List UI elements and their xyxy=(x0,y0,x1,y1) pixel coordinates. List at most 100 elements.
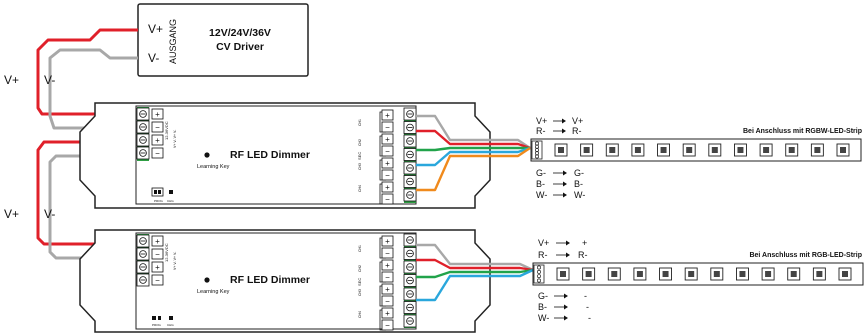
rgb-right-rminus: R- xyxy=(578,250,588,260)
ch-minus-1-3-sign: − xyxy=(385,171,390,180)
input-sign-2-4-sign: − xyxy=(155,276,160,285)
output-wire-1-4 xyxy=(416,146,531,167)
ch-plus-1-2-sign: + xyxy=(385,135,390,144)
rgbw-right-rminus: R- xyxy=(572,126,582,136)
rgb-right-minus-3: - xyxy=(588,313,591,323)
button-mode[interactable] xyxy=(169,190,173,194)
rgb-led-chip-6 xyxy=(688,271,695,277)
dimmer-input-sub: V+ V- V+ V- xyxy=(173,129,177,148)
driver-vplus: V+ xyxy=(148,22,163,36)
rgbw-bottom-arrow-3-head xyxy=(563,192,567,198)
rgbw-strip xyxy=(530,138,862,162)
learning-key-dot[interactable] xyxy=(204,277,210,283)
output-wire-1-5 xyxy=(416,147,531,192)
ch-minus-2-1-sign: − xyxy=(385,249,390,258)
output-terminal-2-4 xyxy=(403,274,417,287)
rgbw-led-chip-1 xyxy=(558,147,564,153)
input-terminal-2-1 xyxy=(136,234,150,248)
rgb-left-gminus: G- xyxy=(538,291,548,301)
output-wire-2-3 xyxy=(416,268,534,279)
ch-minus-1-1 xyxy=(381,121,394,133)
rgb-left-bminus: B- xyxy=(538,302,547,312)
rgb-led-chip-2 xyxy=(585,271,592,277)
prog-box xyxy=(151,187,164,197)
input-terminal-1-2 xyxy=(136,120,150,134)
ch4-label: CH4 xyxy=(358,311,362,318)
ch-minus-1-2-sign: − xyxy=(385,147,390,156)
ch-minus-2-2-sign: − xyxy=(385,273,390,282)
learning-key-label: Learning Key xyxy=(197,164,230,170)
rgb-led-chip-7 xyxy=(713,271,720,277)
rgb-bottom-arrow-2-head xyxy=(564,304,568,310)
output-wire-1-3 xyxy=(416,146,530,152)
input-sign-1-2-sign: − xyxy=(155,123,160,132)
output-wire-1-2 xyxy=(416,129,531,150)
learning-key-dot[interactable] xyxy=(204,152,210,158)
button-chg[interactable] xyxy=(158,190,161,194)
driver-box xyxy=(137,3,309,77)
rgb-right-plus: + xyxy=(582,238,587,248)
input-sign-1-1-sign: + xyxy=(155,110,160,119)
rgbw-bottom-arrow-2-head xyxy=(563,181,567,187)
button-prog[interactable] xyxy=(152,316,156,320)
rgbw-led-chip-9 xyxy=(763,147,770,153)
dimmer-input-sub: V+ V- V+ V- xyxy=(173,251,177,270)
input-sign-1-1 xyxy=(151,108,164,120)
input-terminal-2-4 xyxy=(136,273,150,287)
ch-minus-1-3 xyxy=(381,169,394,181)
ch-plus-2-3-sign: + xyxy=(385,285,390,294)
strip-rgbw-labels: V+ R- V+ R- G- B- W- G- B- W- Bei Anschl… xyxy=(536,116,862,200)
dimmer-out-side: SEC xyxy=(357,152,362,160)
input-sign-1-2 xyxy=(151,121,164,133)
output-terminal-1-7 xyxy=(403,188,417,202)
input-sign-2-1 xyxy=(151,235,164,247)
ch-minus-2-4 xyxy=(381,319,394,331)
wire-vminus-mid xyxy=(48,154,136,260)
rgbw-left-gminus: G- xyxy=(536,168,546,178)
rgbw-left-rminus: R- xyxy=(536,126,546,136)
ch-plus-1-4-sign: + xyxy=(385,183,390,192)
input-sign-1-4 xyxy=(151,147,164,159)
dimmer-input-label: 12-36VDC xyxy=(164,121,169,140)
feed-top-vplus: V+ xyxy=(4,73,19,87)
input-sign-2-2 xyxy=(151,248,164,260)
rgb-strip-title: Bei Anschluss mit RGB-LED-Strip xyxy=(749,252,862,259)
output-terminal-1-4 xyxy=(403,148,417,161)
button-label-prog: PROG xyxy=(152,323,162,327)
rgb-strip-pin xyxy=(537,269,541,274)
rgbw-right-wminus: W- xyxy=(574,190,585,200)
rgb-right-minus-2: - xyxy=(586,302,589,312)
rgbw-right-bminus: B- xyxy=(574,179,583,189)
output-wire-2-2 xyxy=(416,258,534,272)
rgb-strip-pin xyxy=(537,274,541,279)
ch2-label: CH2 xyxy=(358,265,362,272)
rgb-right-minus-1: - xyxy=(584,291,587,301)
rgbw-left-wminus: W- xyxy=(536,190,547,200)
rgb-left-vplus: V+ xyxy=(538,238,549,248)
button-prog[interactable] xyxy=(154,190,157,194)
rgb-strip-connector xyxy=(533,264,545,284)
dimmer-title: RF LED Dimmer xyxy=(230,149,310,161)
button-mode[interactable] xyxy=(169,316,173,320)
ch-minus-1-1-sign: − xyxy=(385,123,390,132)
output-terminal-2-3 xyxy=(403,260,417,274)
ch-plus-2-3 xyxy=(381,283,394,295)
rgbw-strip-connector xyxy=(531,140,543,160)
output-terminal-2-7 xyxy=(403,314,417,328)
feed-top-vminus: V- xyxy=(44,73,55,87)
button-label-prog: PROG xyxy=(154,199,164,203)
rgbw-led-chip-10 xyxy=(788,147,795,153)
output-terminal-1-3 xyxy=(403,134,417,148)
rgb-led-chip-8 xyxy=(739,271,746,277)
driver-title: 12V/24V/36V xyxy=(209,27,271,39)
rgb-top-arrow-1-head xyxy=(566,240,570,246)
ch-plus-1-1 xyxy=(381,109,394,121)
dimmer-title: RF LED Dimmer xyxy=(230,274,310,286)
button-label-chg: CHG xyxy=(167,199,174,203)
feed-mid-vminus: V- xyxy=(44,207,55,221)
rgbw-led-chip-11 xyxy=(814,147,821,153)
rgbw-top-arrow-1-head xyxy=(562,118,566,124)
input-sign-2-2-sign: − xyxy=(155,250,160,259)
input-terminal-1-3 xyxy=(136,133,150,147)
button-chg[interactable] xyxy=(158,316,161,320)
